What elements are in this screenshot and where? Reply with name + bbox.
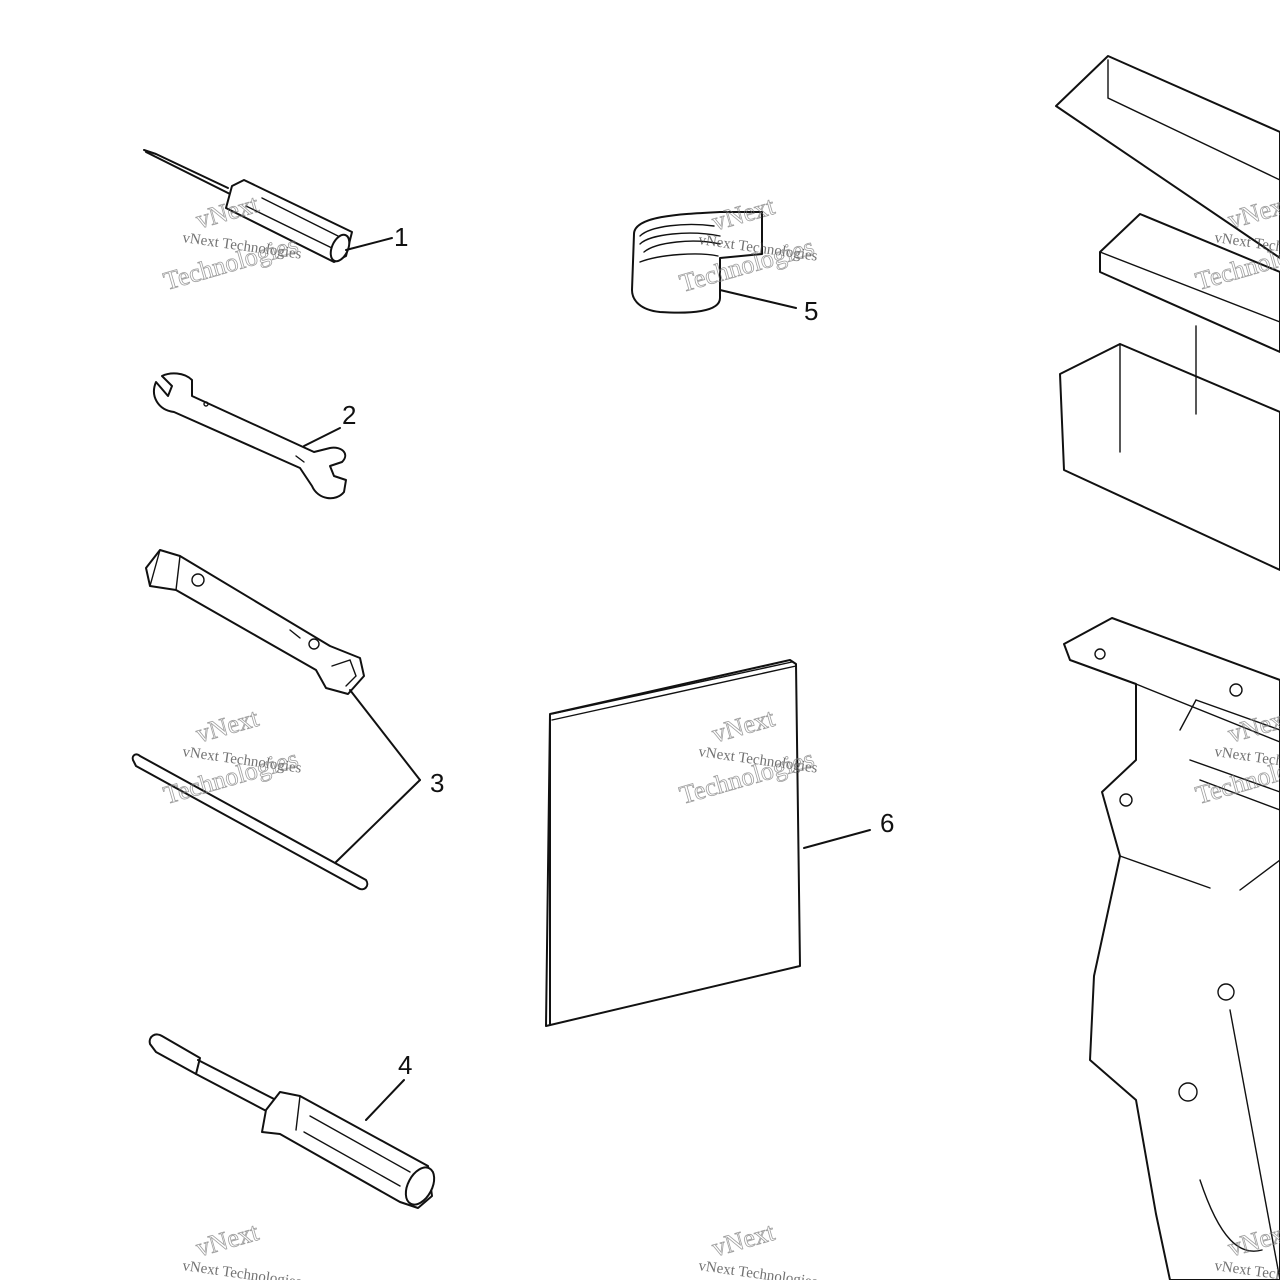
callout-1: 1: [394, 222, 408, 252]
watermark-line2: vNext: [709, 1217, 779, 1263]
part-5-strap[interactable]: [631, 211, 797, 314]
callout-4: 4: [398, 1050, 412, 1080]
callout-2: 2: [342, 400, 356, 430]
part-3-spark-plug-wrench-and-bar[interactable]: [131, 549, 421, 891]
housing-assembly: [1063, 617, 1280, 1280]
callout-5: 5: [804, 296, 818, 326]
watermark-line2: vNext: [193, 1217, 263, 1263]
callout-6: 6: [880, 808, 894, 838]
watermark-line2: vNext: [193, 703, 263, 749]
callout-3: 3: [430, 768, 444, 798]
tool-box-assembly: [1055, 55, 1280, 571]
part-1-screwdriver[interactable]: [143, 149, 393, 264]
watermark-line2: vNext: [193, 189, 263, 235]
part-6-manual[interactable]: [545, 659, 871, 1027]
part-2-wrench[interactable]: [153, 372, 347, 500]
part-4-screwdriver[interactable]: [148, 1033, 440, 1209]
